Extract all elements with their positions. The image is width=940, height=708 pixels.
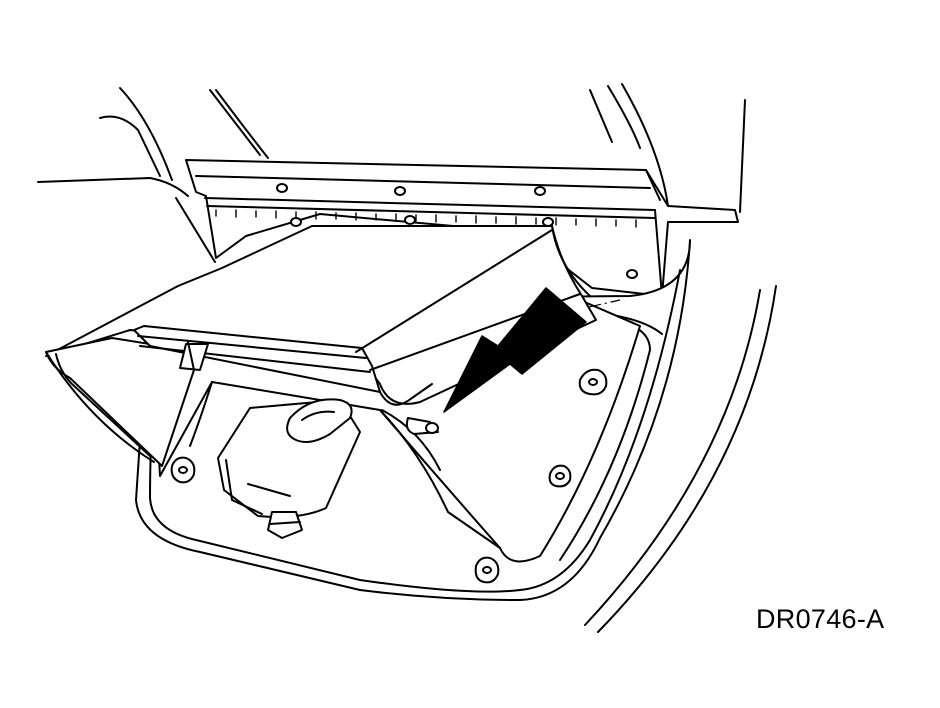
dashboard-outline (37, 83, 746, 263)
hinge-strip (185, 159, 739, 297)
figure-code-label: DR0746-A (756, 604, 885, 634)
glove-box-lid (45, 225, 597, 467)
latch-mechanism (217, 398, 361, 539)
screw-bosses (170, 368, 608, 584)
arrow-icon (443, 287, 587, 413)
check-stop-pin (405, 417, 439, 435)
door-edge-curves (584, 285, 777, 633)
